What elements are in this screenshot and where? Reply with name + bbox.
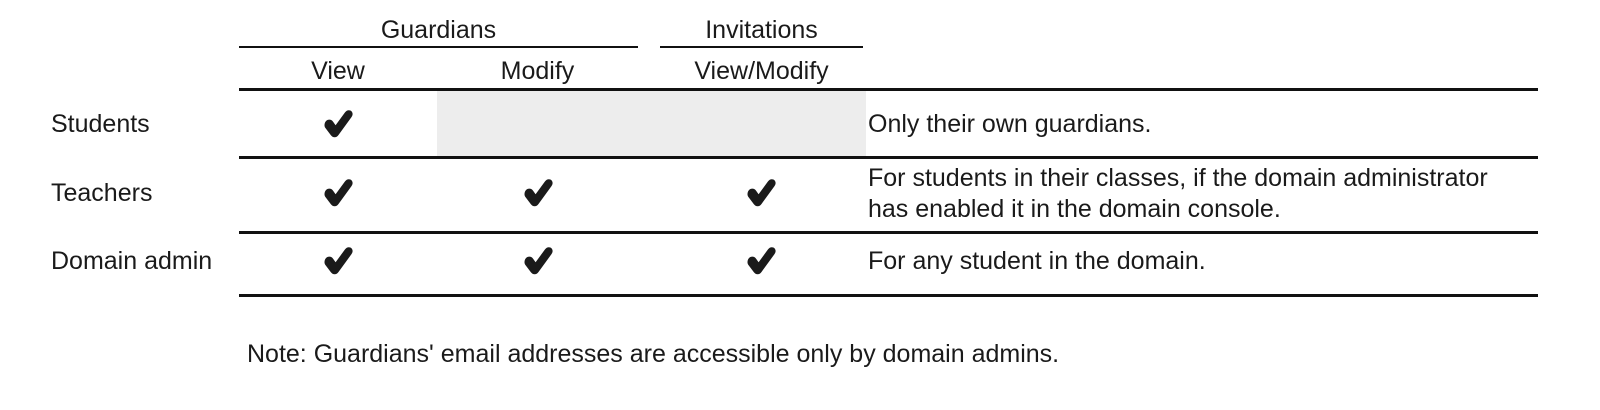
description-line: For any student in the domain. <box>868 247 1206 275</box>
table-rule-after-students <box>239 156 1538 159</box>
row-label-teachers: Teachers <box>51 179 153 207</box>
column-header-invitations-view-modify: View/Modify <box>694 57 829 85</box>
check-mark-icon <box>318 241 358 281</box>
table-rule-bottom <box>239 294 1538 297</box>
description-line: For students in their classes, if the do… <box>868 164 1488 192</box>
check-mark-icon <box>318 104 358 144</box>
group-header-guardians: Guardians <box>380 16 497 44</box>
check-mark-icon <box>518 241 558 281</box>
check-mark-icon <box>518 173 558 213</box>
check-mark-icon <box>741 173 781 213</box>
description-line: has enabled it in the domain console. <box>868 195 1281 223</box>
shaded-cell-students-modify <box>437 91 866 156</box>
check-mark-icon <box>741 241 781 281</box>
footnote: Note: Guardians' email addresses are acc… <box>247 340 1060 368</box>
group-header-rule-invitations <box>660 46 863 48</box>
check-mark-icon <box>318 173 358 213</box>
description-students: Only their own guardians. <box>868 109 1528 140</box>
column-header-guardians-modify: Modify <box>500 57 575 85</box>
row-label-domain-admin: Domain admin <box>51 247 213 275</box>
table-rule-after-teachers <box>239 231 1538 234</box>
description-domain-admin: For any student in the domain. <box>868 246 1528 277</box>
group-header-invitations: Invitations <box>705 16 818 44</box>
row-label-students: Students <box>51 110 150 138</box>
group-header-rule-guardians <box>239 46 638 48</box>
table-rule-top <box>239 88 1538 91</box>
column-header-guardians-view: View <box>311 57 365 85</box>
description-teachers: For students in their classes, if the do… <box>868 163 1528 225</box>
description-line: Only their own guardians. <box>868 110 1152 138</box>
